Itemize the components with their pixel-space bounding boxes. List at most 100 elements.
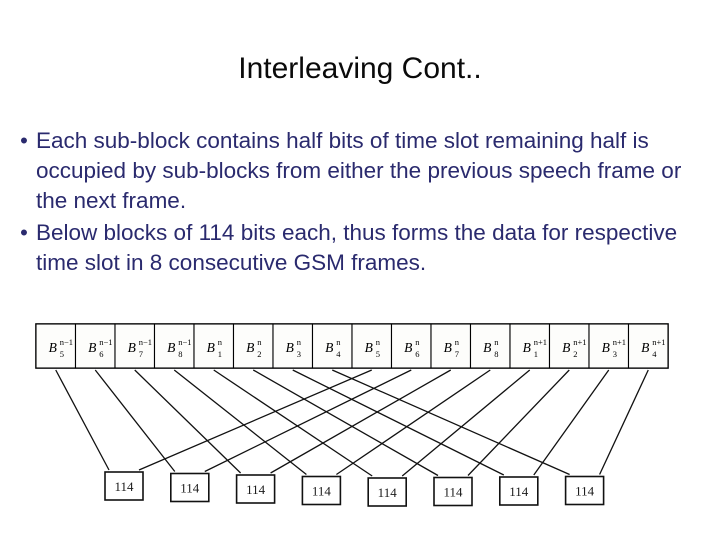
block-label: B [49, 340, 57, 355]
mapping-line [134, 369, 242, 474]
block-subscript: 2 [257, 349, 261, 359]
block-subscript: 5 [376, 349, 380, 359]
block-superscript: n [336, 337, 341, 347]
block-cell[interactable] [74, 323, 116, 369]
block-superscript: n [257, 337, 262, 347]
block-subscript: 7 [455, 349, 459, 359]
timeslot-box[interactable] [104, 471, 144, 501]
block-superscript: n+1 [652, 337, 665, 347]
block-cell[interactable] [232, 323, 274, 369]
block-cell[interactable] [627, 323, 669, 369]
block-subscript: 8 [494, 349, 498, 359]
block-cell[interactable] [272, 323, 314, 369]
block-label: B [523, 340, 531, 355]
block-subscript: 8 [178, 349, 182, 359]
block-superscript: n+1 [534, 337, 547, 347]
timeslot-box[interactable] [564, 475, 605, 506]
bullet-list: • Each sub-block contains half bits of t… [12, 126, 712, 280]
block-label: B [602, 340, 610, 355]
timeslot-label: 114 [114, 479, 134, 494]
timeslot-label: 114 [509, 484, 529, 499]
mapping-lines [55, 369, 649, 477]
block-subscript: 1 [534, 349, 538, 359]
block-cell[interactable] [193, 323, 235, 369]
block-label: B [444, 340, 452, 355]
timeslot-box[interactable] [301, 475, 342, 506]
block-cell[interactable] [153, 323, 195, 369]
timeslot-label: 114 [378, 485, 398, 500]
block-label: B [641, 340, 649, 355]
block-superscript: n [415, 337, 420, 347]
block-label: B [325, 340, 333, 355]
bullet-icon: • [20, 128, 28, 153]
timeslot-label: 114 [246, 482, 266, 497]
block-superscript: n−1 [99, 337, 112, 347]
timeslot-label: 114 [312, 484, 332, 499]
timeslot-box[interactable] [498, 476, 539, 506]
timeslot-row: 114 114 114 114 114 114 114 114 [104, 471, 605, 507]
mapping-line [599, 369, 649, 475]
mapping-line [467, 369, 570, 476]
block-subscript: 7 [139, 349, 143, 359]
block-superscript: n [218, 337, 223, 347]
block-cell[interactable] [469, 323, 511, 369]
block-cell[interactable] [588, 323, 630, 369]
mapping-line [270, 369, 452, 474]
block-label: B [246, 340, 254, 355]
list-item: • Below blocks of 114 bits each, thus fo… [12, 218, 712, 278]
list-item: • Each sub-block contains half bits of t… [12, 126, 712, 216]
mapping-line [213, 369, 373, 477]
timeslot-box[interactable] [170, 472, 210, 503]
block-label: B [128, 340, 136, 355]
block-superscript: n [455, 337, 460, 347]
timeslot-label: 114 [443, 485, 463, 500]
block-subscript: 4 [336, 349, 341, 359]
block-cell[interactable] [509, 323, 551, 369]
mapping-line [55, 369, 110, 471]
mapping-line [331, 369, 570, 476]
timeslot-box[interactable] [433, 476, 473, 507]
block-label: B [365, 340, 373, 355]
block-superscript: n−1 [60, 337, 73, 347]
block-subscript: 2 [573, 349, 577, 359]
block-subscript: 3 [613, 349, 617, 359]
timeslot-box[interactable] [235, 474, 276, 504]
block-superscript: n+1 [613, 337, 626, 347]
block-subscript: 3 [297, 349, 301, 359]
block-subscript: 5 [60, 349, 64, 359]
mapping-line [138, 369, 373, 471]
mapping-line [336, 369, 491, 476]
block-superscript: n [376, 337, 381, 347]
block-cell[interactable] [35, 323, 77, 369]
timeslot-label: 114 [180, 481, 200, 496]
block-subscript: 6 [99, 349, 103, 359]
mapping-line [204, 369, 412, 473]
bullet-text: Below blocks of 114 bits each, thus form… [36, 220, 678, 275]
block-label: B [483, 340, 491, 355]
block-label: B [404, 340, 412, 355]
timeslot-label: 114 [575, 484, 595, 499]
block-subscript: 1 [218, 349, 222, 359]
mapping-line [94, 369, 176, 472]
bullet-text: Each sub-block contains half bits of tim… [36, 128, 682, 213]
block-superscript: n+1 [573, 337, 586, 347]
block-label: B [562, 340, 570, 355]
block-superscript: n [297, 337, 302, 347]
block-subscript: 6 [415, 349, 419, 359]
block-label: B [167, 340, 175, 355]
mapping-line [252, 369, 439, 477]
block-cell[interactable] [311, 323, 353, 369]
mapping-line [173, 369, 307, 476]
block-subscript: 4 [652, 349, 657, 359]
bullet-icon: • [20, 220, 28, 245]
block-label: B [207, 340, 215, 355]
mapping-line [292, 369, 505, 476]
block-superscript: n−1 [178, 337, 191, 347]
block-cell[interactable] [351, 323, 393, 369]
block-label: B [286, 340, 294, 355]
timeslot-box[interactable] [367, 477, 408, 507]
block-label: B [88, 340, 96, 355]
